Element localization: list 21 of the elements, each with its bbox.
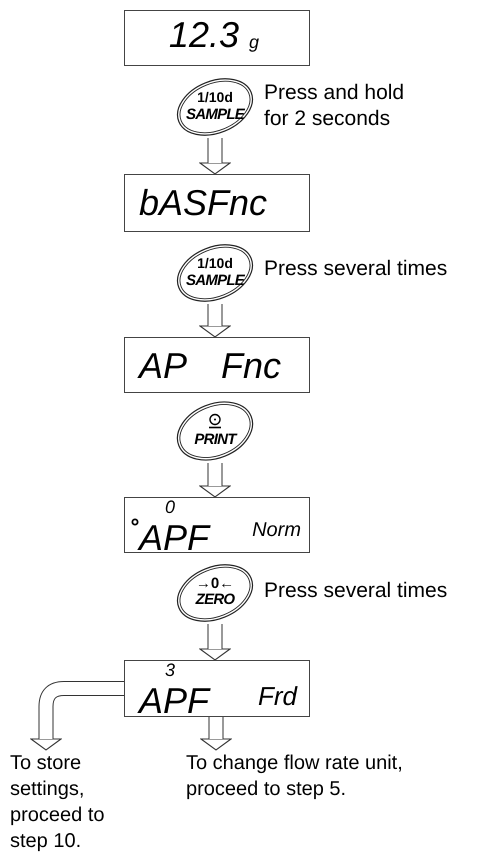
display-reading: g (248, 33, 259, 51)
lcd-display (124, 337, 310, 393)
display-reading: 3 (165, 661, 176, 679)
instruction-text: Press several times (264, 578, 448, 604)
display-reading: APF (139, 520, 210, 556)
instruction-text: To store settings, proceed to step 10. (10, 751, 106, 854)
display-reading: AP (139, 348, 188, 384)
display-reading: 0 (165, 498, 176, 516)
display-reading: APF (139, 683, 210, 719)
display-reading: Frd (258, 683, 297, 709)
lcd-display (124, 660, 310, 717)
instruction-text: Press several times (264, 256, 448, 282)
display-reading: bASFnc (139, 185, 268, 221)
display-reading: 12.3 (168, 17, 239, 53)
display-reading: Norm (252, 520, 301, 540)
lcd-display (124, 10, 310, 66)
lcd-display (124, 174, 310, 232)
instruction-text: Press and hold for 2 seconds (264, 80, 406, 132)
lcd-display (124, 497, 310, 553)
display-reading: Fnc (221, 348, 282, 384)
instruction-text: To change flow rate unit, proceed to step 5. (186, 751, 404, 802)
